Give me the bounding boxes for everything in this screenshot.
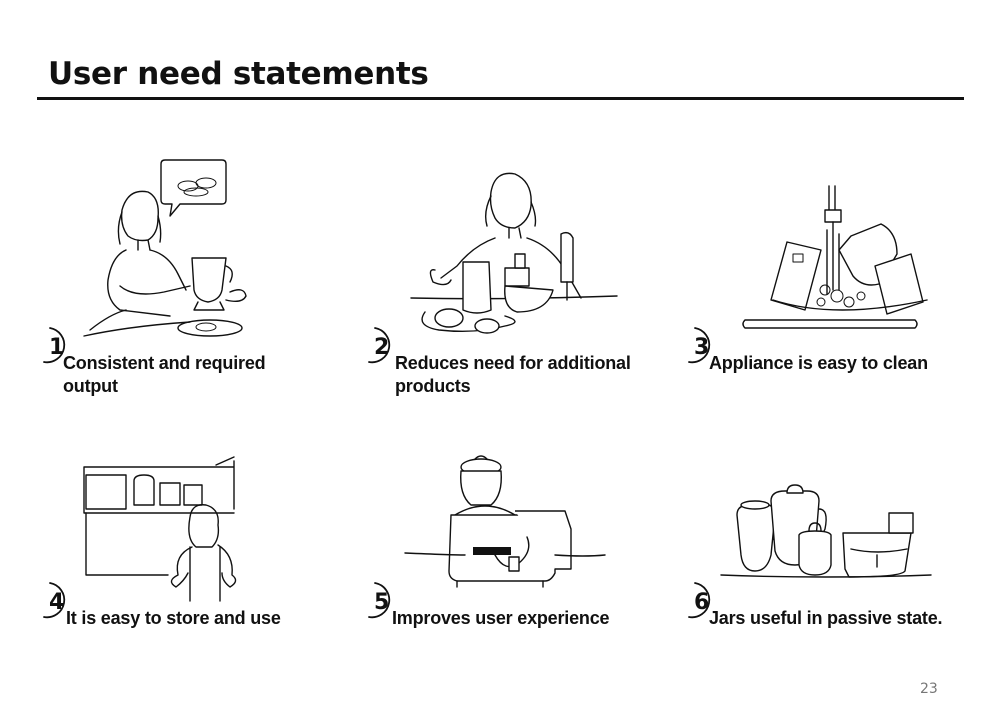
page-number: 23	[920, 681, 938, 697]
statement-number: 4	[49, 590, 65, 615]
title-divider	[37, 97, 964, 100]
statement-card-6: 6 Jars useful in passive state.	[675, 405, 975, 655]
statement-label: Reduces need for additional products	[395, 353, 631, 396]
statement-label: Appliance is easy to clean	[709, 353, 928, 373]
woman-many-products-sketch-icon	[410, 172, 618, 334]
number-badge-2	[368, 327, 391, 364]
statement-label: Consistent and required output	[63, 353, 266, 396]
food-processor-sketch-icon	[404, 455, 606, 588]
statement-number: 3	[694, 335, 710, 360]
number-badge-1	[43, 327, 66, 364]
woman-kitchen-cabinet-sketch-icon	[83, 456, 237, 602]
number-badge-5	[368, 582, 391, 619]
number-badge-3	[688, 327, 711, 364]
statement-number: 5	[374, 590, 390, 615]
statement-number: 2	[374, 335, 390, 360]
statement-card-2: 2 Reduces need for additional products	[355, 150, 655, 400]
statement-card-1: 1 Consistent and required output	[30, 150, 330, 400]
statement-number: 6	[694, 590, 710, 615]
jars-group-sketch-icon	[720, 484, 932, 578]
woman-blender-sketch-icon	[83, 159, 247, 337]
statement-number: 1	[49, 335, 65, 360]
statement-card-4: 4 It is easy to store and use	[30, 405, 330, 655]
statement-card-5: 5 Improves user experience	[355, 405, 655, 655]
statement-card-3: 3 Appliance is easy to clean	[675, 150, 975, 400]
number-badge-4	[43, 582, 66, 619]
statement-label: Jars useful in passive state.	[709, 608, 943, 628]
washing-jars-sketch-icon	[742, 185, 928, 329]
statement-label: It is easy to store and use	[66, 608, 281, 628]
page-title: User need statements	[48, 56, 429, 92]
statement-label: Improves user experience	[392, 608, 610, 628]
number-badge-6	[688, 582, 711, 619]
